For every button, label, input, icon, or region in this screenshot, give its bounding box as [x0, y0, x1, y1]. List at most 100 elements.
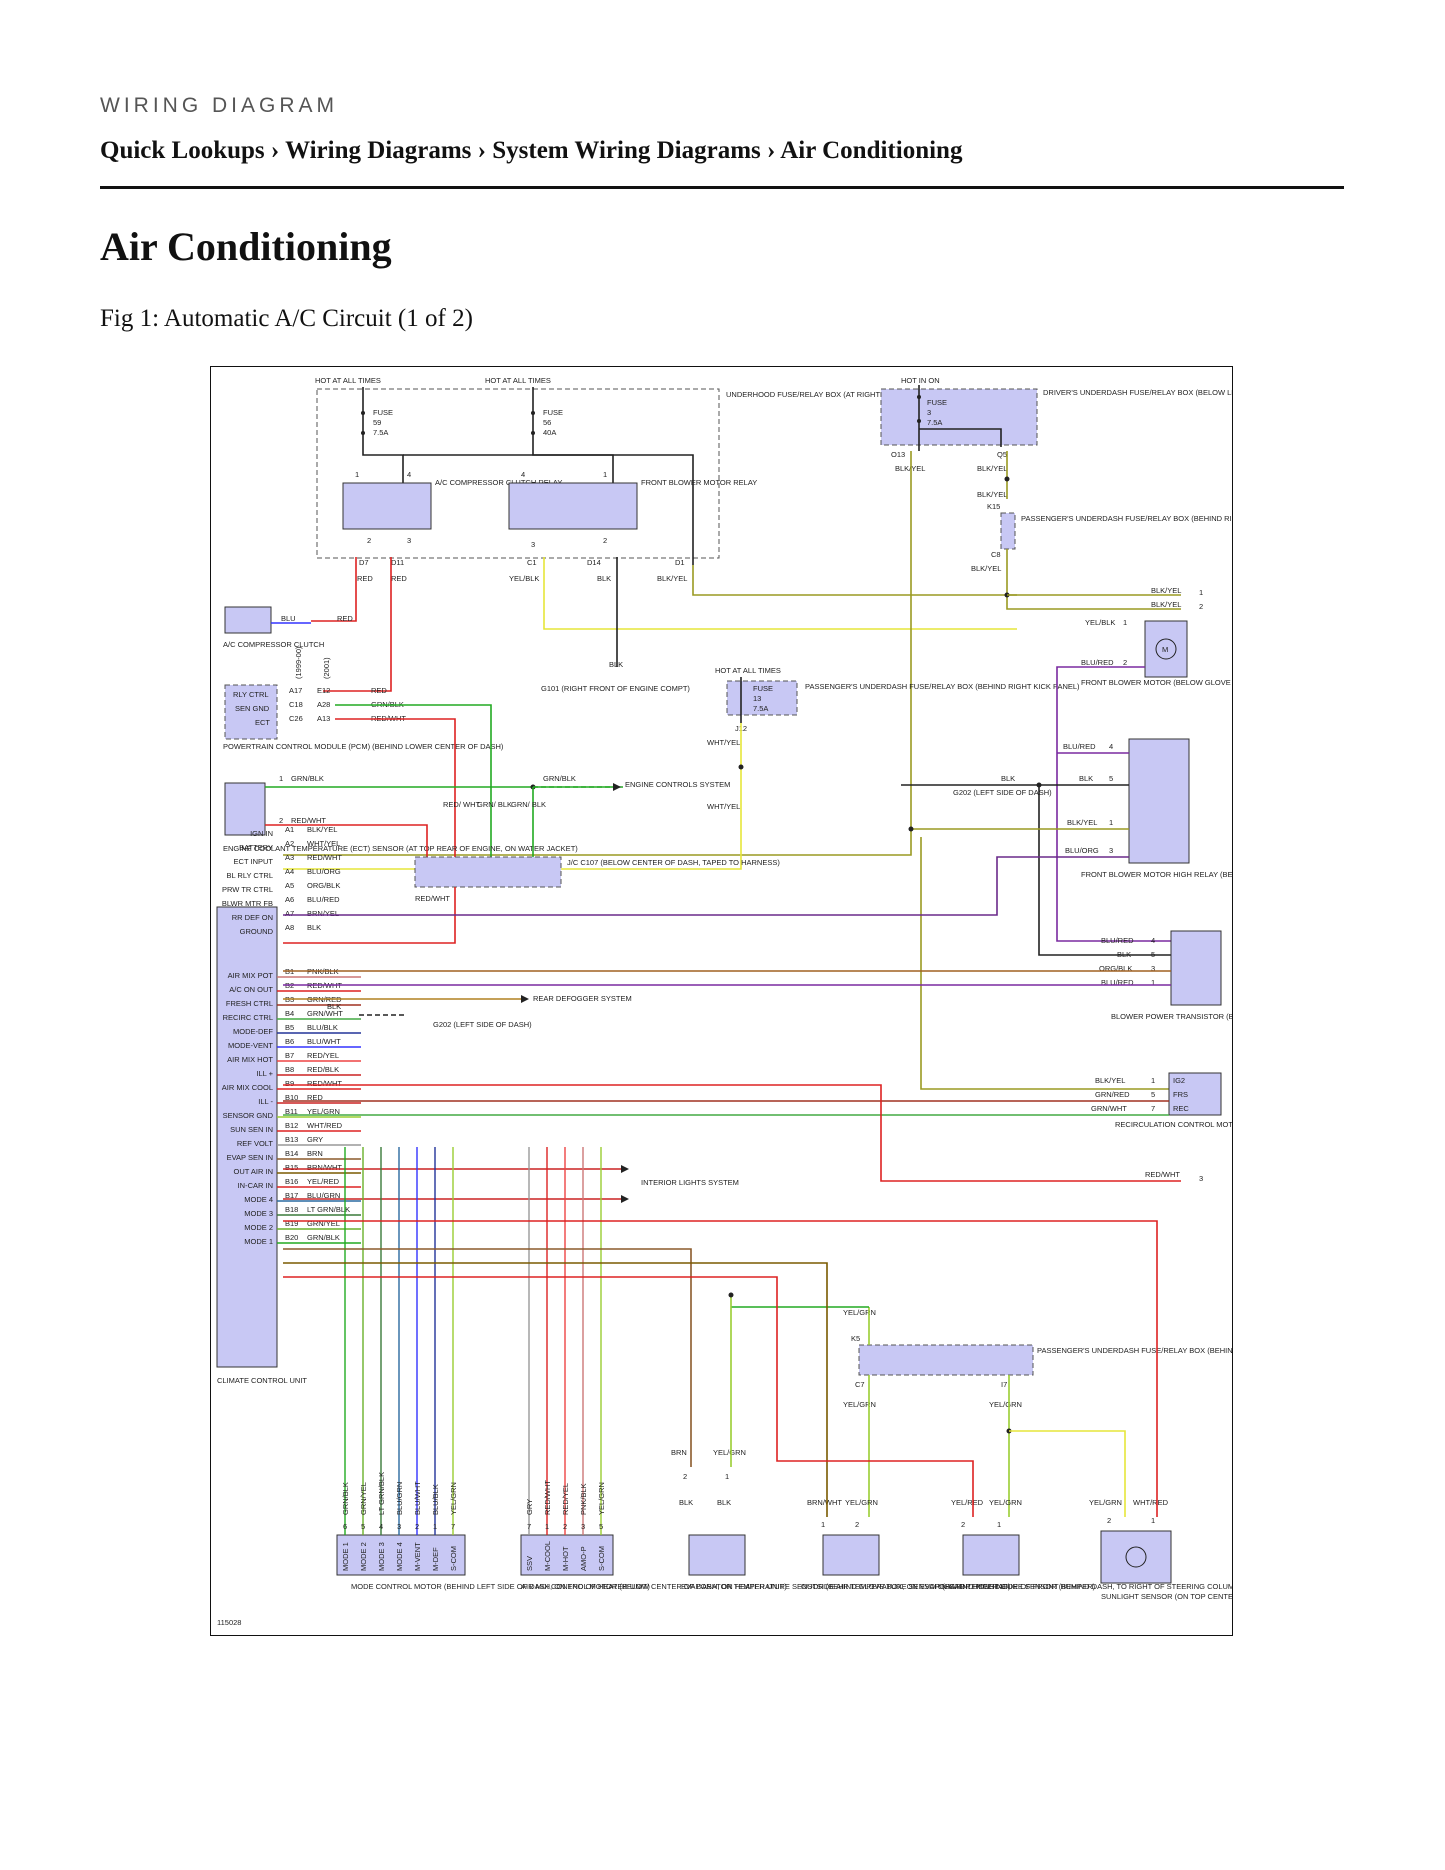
ac-clutch-label: A/C COMPRESSOR CLUTCH	[223, 640, 324, 649]
wire-blk-yel-recirc	[920, 837, 1181, 1090]
wire-label: RED/WHT	[415, 894, 450, 903]
ccu-pin-label: BL RLY CTRL	[226, 871, 273, 880]
pin-number: 1	[821, 1520, 825, 1529]
ccu-pin-number: B9	[285, 1079, 294, 1088]
ccu-wire-label: BLU/WHT	[307, 1037, 341, 1046]
wire-label: BLK	[327, 1002, 341, 1011]
wire-label: BLK/YEL	[657, 574, 687, 583]
jc-c107	[414, 856, 562, 888]
ccu-pin-label: MODE-DEF	[233, 1027, 273, 1036]
header-divider	[100, 186, 1344, 189]
ccu-wire-label: BLU/GRN	[307, 1191, 340, 1200]
breadcrumb-item-quick-lookups[interactable]: Quick Lookups	[100, 137, 265, 164]
ccu-pin-number: B5	[285, 1023, 294, 1032]
wire-label: BLU	[281, 614, 296, 623]
airmix-wire-label: RED/WHT	[543, 1480, 552, 1515]
motor-icon-letter: M	[1162, 645, 1168, 654]
wire-blk-yel-ign	[283, 451, 912, 856]
relay-pin: 4	[521, 470, 525, 479]
airmix-pin-label: AMO-P	[579, 1546, 588, 1571]
splice	[908, 826, 914, 832]
wire-brn-evap	[283, 1248, 692, 1467]
connector-c8: C8	[991, 550, 1001, 559]
ect-sensor	[224, 782, 266, 836]
airmix-pin-label: M-COOL	[543, 1541, 552, 1571]
ccu-pin-number: A4	[285, 867, 294, 876]
pcm-year-label: (1999-00)	[294, 646, 303, 679]
relay-pin: 4	[407, 470, 411, 479]
mode-motor-label: MODE CONTROL MOTOR (BEHIND LEFT SIDE OF …	[351, 1582, 650, 1591]
mode-motor-pin-label: MODE 2	[359, 1542, 368, 1571]
ccu-wire-label: RED/WHT	[307, 853, 342, 862]
breadcrumb-separator: ›	[767, 137, 776, 164]
pin-number: 2	[1123, 658, 1127, 667]
wire-label: YEL/GRN	[845, 1498, 878, 1507]
breadcrumb-separator: ›	[477, 137, 486, 164]
airmix-pin-number: 2	[563, 1522, 567, 1531]
motor-icon	[1155, 638, 1177, 660]
wire-label: RED/WHT	[291, 816, 326, 825]
ccu-pin-label: RR DEF ON	[232, 913, 273, 922]
pin-number: 1	[1151, 1076, 1155, 1085]
wire-label: BLK	[609, 660, 623, 669]
pcm-pin-label: ECT	[255, 718, 270, 727]
passenger-underdash-fuse-box-k5	[858, 1344, 1034, 1376]
wire-label: YEL/GRN	[1089, 1498, 1122, 1507]
wire-red-clutch	[311, 557, 357, 622]
fuse-13-name: FUSE	[753, 684, 773, 693]
fuse-56-terminal	[531, 431, 535, 435]
recirc-pin-label: IG2	[1173, 1076, 1185, 1085]
wire-label: BRN/WHT	[807, 1498, 842, 1507]
ccu-pin-label: GROUND	[240, 927, 274, 936]
breadcrumb-item-system-wiring-diagrams[interactable]: System Wiring Diagrams	[492, 137, 761, 164]
wire-red-wht-recirc	[283, 1084, 1181, 1182]
airmix-pin-number: 3	[581, 1522, 585, 1531]
wire-label: YEL/GRN	[843, 1308, 876, 1317]
pin-number: 3	[1109, 846, 1113, 855]
breadcrumb: Quick Lookups › Wiring Diagrams › System…	[100, 137, 962, 165]
g101-label: G101 (RIGHT FRONT OF ENGINE COMPT)	[541, 684, 690, 693]
wire-label: WHT/RED	[1133, 1498, 1169, 1507]
ccu-wire-label: RED/BLK	[307, 1065, 339, 1074]
blower-power-transistor	[1170, 930, 1222, 1006]
ccu-wire-label: YEL/GRN	[307, 1107, 340, 1116]
ccu-wire-label: ORG/BLK	[307, 881, 340, 890]
connector-i7: I7	[1001, 1380, 1007, 1389]
pin-number: 3	[1199, 1174, 1203, 1183]
underhood-box-label: UNDERHOOD FUSE/RELAY BOX (AT RIGHT SIDE …	[726, 390, 988, 399]
breadcrumb-separator: ›	[270, 137, 280, 164]
ccu-wire-label: WHT/YEL	[307, 839, 340, 848]
wire-grn-blk-sen-gnd	[335, 704, 492, 857]
mode-motor-wire-label: GRN/BLK	[341, 1482, 350, 1515]
pass-box-bottom-label: PASSENGER'S UNDERDASH FUSE/RELAY BOX (BE…	[1037, 1346, 1232, 1355]
wire-red-rly-ctrl	[323, 557, 392, 692]
wire-label: BLK/YEL	[977, 490, 1007, 499]
fuse-59-name: FUSE	[373, 408, 393, 417]
breadcrumb-item-wiring-diagrams[interactable]: Wiring Diagrams	[285, 137, 472, 164]
pcm-label: POWERTRAIN CONTROL MODULE (PCM) (BEHIND …	[223, 742, 504, 751]
mode-motor-pin-number: 3	[397, 1522, 401, 1531]
mode-motor-pin-label: MODE 4	[395, 1542, 404, 1571]
front-blower-motor	[1144, 620, 1188, 678]
pin-number: 7	[1151, 1104, 1155, 1113]
ccu-pin-label: AIR MIX HOT	[227, 1055, 273, 1064]
wiring-diagram-svg: .t { font-size:8px; } .ts { font-size:7.…	[216, 376, 1430, 1627]
wire-label: WHT/YEL	[707, 802, 740, 811]
ccu-pin-number: B11	[285, 1107, 298, 1116]
pin-number: 2	[279, 816, 283, 825]
breadcrumb-item-air-conditioning[interactable]: Air Conditioning	[780, 137, 963, 164]
mode-motor-wire-label: GRN/YEL	[359, 1482, 368, 1515]
ccu-pin-label: SUN SEN IN	[230, 1125, 273, 1134]
pcm-pin-a: A17	[289, 686, 302, 695]
ect-label: ENGINE COOLANT TEMPERATURE (ECT) SENSOR …	[223, 844, 578, 853]
pcm-year-label: (2001)	[322, 657, 331, 679]
mode-motor-pin-label: S-COM	[449, 1546, 458, 1571]
pcm-pin-label: SEN GND	[235, 704, 270, 713]
blower-relay-high-label: FRONT BLOWER MOTOR HIGH RELAY (BEHIND GL…	[1081, 870, 1232, 879]
ccu-wire-label: RED/YEL	[307, 1051, 339, 1060]
connector-o13: O13	[891, 450, 905, 459]
ccu-pin-label: ILL -	[258, 1097, 273, 1106]
recirculation-control-motor	[1168, 1072, 1222, 1116]
wire-label: BLK	[717, 1498, 731, 1507]
relay-pin: 1	[355, 470, 359, 479]
